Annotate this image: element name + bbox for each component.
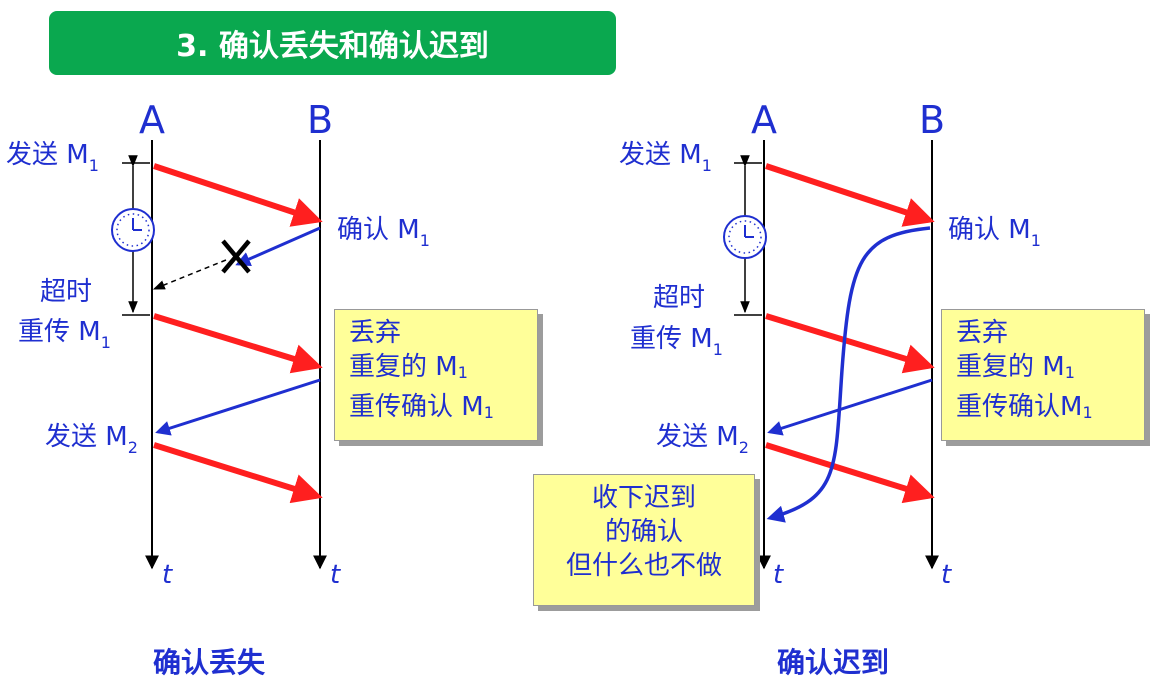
left-caption: 确认丢失	[153, 646, 266, 679]
left-time-b: t	[330, 560, 341, 590]
left-send-m1-label: 发送 M1	[6, 140, 99, 175]
left-timeout-label: 超时	[40, 277, 92, 307]
late-note-line-2: 的确认	[604, 517, 683, 547]
right-send-m2-label: 发送 M2	[656, 422, 749, 457]
title-text: 3. 确认丢失和确认迟到	[176, 29, 489, 64]
right-ack-m1-resend	[767, 378, 933, 436]
right-frame-m2	[765, 442, 935, 504]
right-resend-m1-label: 重传 M1	[630, 324, 723, 359]
left-node-b: B	[307, 98, 333, 142]
left-node-a: A	[139, 98, 165, 142]
left-discard-note: 丢弃 重复的 M1 重传确认 M1	[334, 309, 538, 441]
left-frame-m2	[153, 442, 323, 504]
right-scenario: A B t t 发送 M1 确认 M1 超时 重传 M1 发送 M2	[619, 98, 1041, 590]
left-frame-m1	[153, 163, 323, 227]
left-ack-m1-label: 确认 M1	[337, 215, 430, 250]
right-send-m1-label: 发送 M1	[619, 140, 712, 175]
right-ack-m1-late	[766, 226, 931, 523]
page-title: 3. 确认丢失和确认迟到	[49, 11, 616, 75]
right-note-line-1: 丢弃	[956, 318, 1009, 348]
right-frame-m1	[765, 163, 935, 227]
right-caption: 确认迟到	[777, 646, 890, 679]
right-ack-m1-label: 确认 M1	[948, 215, 1041, 250]
left-ack-m1-resend	[155, 378, 321, 436]
right-late-ack-note: 收下迟到 的确认 但什么也不做	[533, 474, 755, 606]
left-resend-m1-label: 重传 M1	[18, 317, 111, 352]
right-timeout-label: 超时	[653, 283, 705, 313]
left-time-a: t	[162, 560, 173, 590]
clock-icon	[111, 208, 155, 252]
left-note-line-3: 重传确认 M1	[349, 392, 494, 422]
right-note-line-2: 重复的 M1	[956, 352, 1075, 382]
left-note-line-1: 丢弃	[349, 318, 402, 348]
right-node-b: B	[919, 98, 945, 142]
right-discard-note: 丢弃 重复的 M1 重传确认M1	[941, 309, 1145, 441]
right-time-a: t	[773, 560, 784, 590]
left-scenario: A B t t 发送 M1 确认 M1 超时 重传 M1 发送 M2	[6, 98, 430, 590]
right-node-a: A	[751, 98, 777, 142]
left-ack-m1-lost	[235, 226, 321, 267]
late-note-line-1: 收下迟到	[591, 483, 696, 513]
lost-cross-icon	[221, 239, 251, 274]
right-frame-m1-resend	[765, 313, 935, 374]
clock-icon	[723, 215, 767, 259]
left-note-line-2: 重复的 M1	[349, 352, 468, 382]
right-time-b: t	[941, 560, 952, 590]
left-timeout-dashed	[152, 259, 227, 290]
left-send-m2-label: 发送 M2	[45, 422, 138, 457]
right-note-line-3: 重传确认M1	[956, 392, 1093, 422]
left-frame-m1-resend	[153, 313, 323, 374]
late-note-line-3: 但什么也不做	[565, 551, 722, 581]
